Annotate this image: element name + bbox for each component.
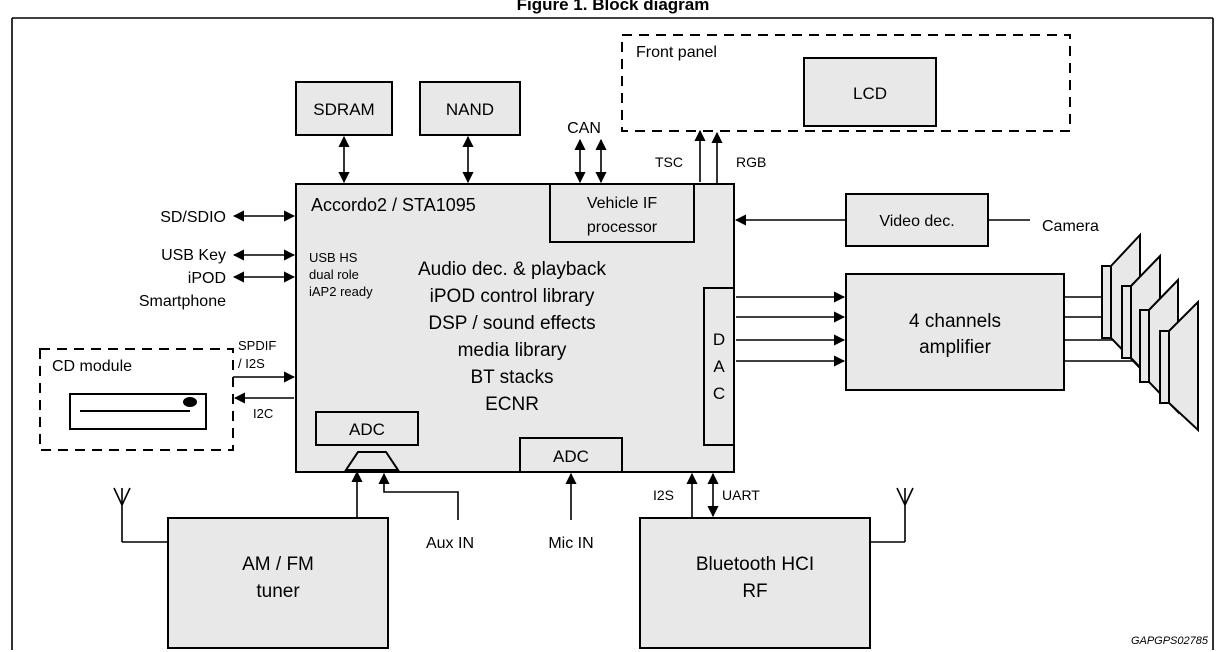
cd-indicator <box>183 397 197 407</box>
front-panel-label: Front panel <box>636 44 717 61</box>
soc-function-3: DSP / sound effects <box>428 313 595 334</box>
soc-name: Accordo2 / STA1095 <box>311 195 476 215</box>
ipod-label: iPOD <box>188 270 226 287</box>
amplifier-block <box>845 273 1065 391</box>
soc-function-2: iPOD control library <box>430 286 595 307</box>
usb-note-2: dual role <box>309 267 359 282</box>
bluetooth-label-1: Bluetooth HCI <box>696 554 814 575</box>
aux-in-link <box>378 472 459 520</box>
figure-frame <box>11 17 1214 650</box>
i2c-label: I2C <box>253 406 273 421</box>
bluetooth-label-2: RF <box>742 581 767 602</box>
lcd-label: LCD <box>853 84 887 103</box>
sdram-block <box>295 81 393 136</box>
adc-right-block <box>519 437 623 473</box>
rgb-label: RGB <box>736 154 766 170</box>
video-dec-label: Video dec. <box>879 213 954 230</box>
sd-label: SD/SDIO <box>160 209 226 226</box>
dac-block <box>703 287 735 446</box>
soc-function-5: BT stacks <box>470 367 553 388</box>
can-label: CAN <box>567 120 601 137</box>
smartphone-label: Smartphone <box>139 293 226 310</box>
nand-label: NAND <box>446 100 494 119</box>
adc-left-label: ADC <box>349 420 385 439</box>
figure-title: Figure 1. Block diagram <box>517 0 710 14</box>
usb-note-3: iAP2 ready <box>309 284 373 299</box>
bluetooth-antenna-icon <box>870 487 914 543</box>
soc-function-6: ECNR <box>485 394 539 415</box>
front-panel-frame <box>621 34 1071 132</box>
camera-label: Camera <box>1042 218 1099 235</box>
tsc-label: TSC <box>655 154 683 170</box>
dac-letter-c: C <box>713 384 725 403</box>
uart-label: UART <box>722 487 760 503</box>
bluetooth-block <box>639 517 871 649</box>
soc-function-4: media library <box>458 340 567 361</box>
soc-function-1: Audio dec. & playback <box>418 259 607 280</box>
speakers <box>1064 232 1199 433</box>
amplifier-label-2: amplifier <box>919 337 991 358</box>
mic-in-label: Mic IN <box>548 535 593 552</box>
adc-mux-symbol <box>344 451 400 471</box>
spdif-label-1: SPDIF <box>238 338 276 353</box>
usb-key-label: USB Key <box>161 247 226 264</box>
vehicle-if-label-2: processor <box>587 219 658 236</box>
lcd-block <box>803 57 937 127</box>
sdram-label: SDRAM <box>313 100 374 119</box>
tuner-block <box>167 517 389 649</box>
figure-ref-code: GAPGPS02785 <box>1131 635 1209 647</box>
adc-right-label: ADC <box>553 447 589 466</box>
vehicle-if-label-1: Vehicle IF <box>587 195 657 212</box>
amplifier-label-1: 4 channels <box>909 311 1001 332</box>
cd-module-frame <box>39 348 234 451</box>
vehicle-if-block <box>549 183 695 243</box>
i2s-label: I2S <box>653 487 674 503</box>
adc-left-block <box>315 411 419 446</box>
usb-note-1: USB HS <box>309 250 358 265</box>
tuner-antenna-icon <box>113 487 168 543</box>
dac-letter-d: D <box>713 330 725 349</box>
dac-letter-a: A <box>713 357 725 376</box>
nand-block <box>419 81 521 136</box>
spdif-label-2: / I2S <box>238 356 265 371</box>
aux-in-label: Aux IN <box>426 535 474 552</box>
cd-module-label: CD module <box>52 358 132 375</box>
tuner-label-1: AM / FM <box>242 554 314 575</box>
tuner-label-2: tuner <box>256 581 300 602</box>
